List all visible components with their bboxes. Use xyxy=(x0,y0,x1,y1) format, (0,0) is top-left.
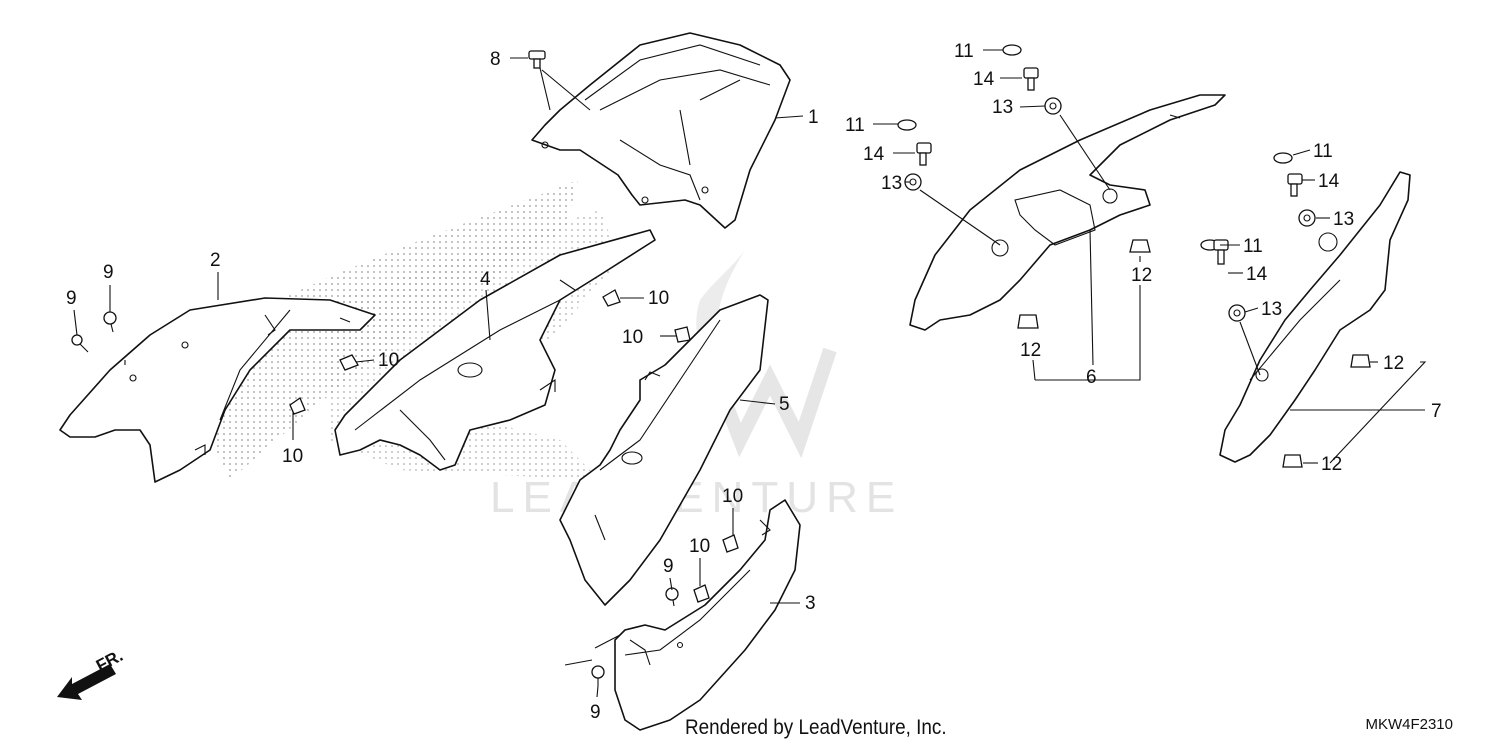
callout-12: 12 xyxy=(1321,454,1342,475)
callout-12: 12 xyxy=(1020,340,1041,361)
callout-9: 9 xyxy=(590,702,601,723)
callout-6: 6 xyxy=(1086,367,1097,388)
callout-14: 14 xyxy=(1318,171,1340,192)
callout-14: 14 xyxy=(973,69,995,90)
callout-10: 10 xyxy=(622,327,643,348)
callout-9: 9 xyxy=(663,556,674,577)
callout-10: 10 xyxy=(722,486,743,507)
callout-4: 4 xyxy=(480,269,491,290)
callout-13: 13 xyxy=(881,173,902,194)
diagram-code: MKW4F2310 xyxy=(1365,716,1453,733)
callout-10: 10 xyxy=(648,288,669,309)
front-direction-indicator: FR. xyxy=(57,646,126,700)
part-5-right-cover xyxy=(559,294,769,606)
callout-7: 7 xyxy=(1431,401,1442,422)
fasteners xyxy=(71,44,1371,686)
front-arrow-icon xyxy=(57,664,116,700)
callout-13: 13 xyxy=(992,97,1013,118)
part-4-under-cowl xyxy=(334,229,656,471)
callout-9: 9 xyxy=(66,288,77,309)
part-7-grab-rail xyxy=(1219,171,1411,463)
callout-3: 3 xyxy=(805,593,816,614)
callout-11: 11 xyxy=(845,115,865,136)
callout-11: 11 xyxy=(1313,141,1333,162)
callout-9: 9 xyxy=(103,262,114,283)
callout-13: 13 xyxy=(1333,209,1354,230)
callout-1: 1 xyxy=(808,107,819,128)
callout-14: 14 xyxy=(863,144,885,165)
callout-11: 11 xyxy=(1243,236,1263,257)
callout-5: 5 xyxy=(779,394,790,415)
callout-11: 11 xyxy=(954,41,974,62)
callout-14: 14 xyxy=(1246,264,1268,285)
part-6-grab-rail xyxy=(909,94,1226,331)
callout-8: 8 xyxy=(490,49,501,70)
watermark-text: LEADVENTURE xyxy=(490,473,903,522)
callout-10: 10 xyxy=(378,350,399,371)
part-1-seat-cowl xyxy=(531,32,791,229)
part-2-left-cover xyxy=(59,297,376,483)
leader-lines xyxy=(73,49,1427,698)
callout-12: 12 xyxy=(1383,353,1404,374)
callouts: 8 1 2 9 9 4 10 10 10 10 5 10 10 9 3 9 11… xyxy=(66,41,1442,723)
callout-2: 2 xyxy=(210,250,221,271)
callout-13: 13 xyxy=(1261,299,1282,320)
render-credit: Rendered by LeadVenture, Inc. xyxy=(685,716,947,739)
callout-10: 10 xyxy=(689,536,710,557)
part-3-lower-cover xyxy=(614,499,801,731)
callout-12: 12 xyxy=(1131,265,1152,286)
callout-10: 10 xyxy=(282,446,303,467)
